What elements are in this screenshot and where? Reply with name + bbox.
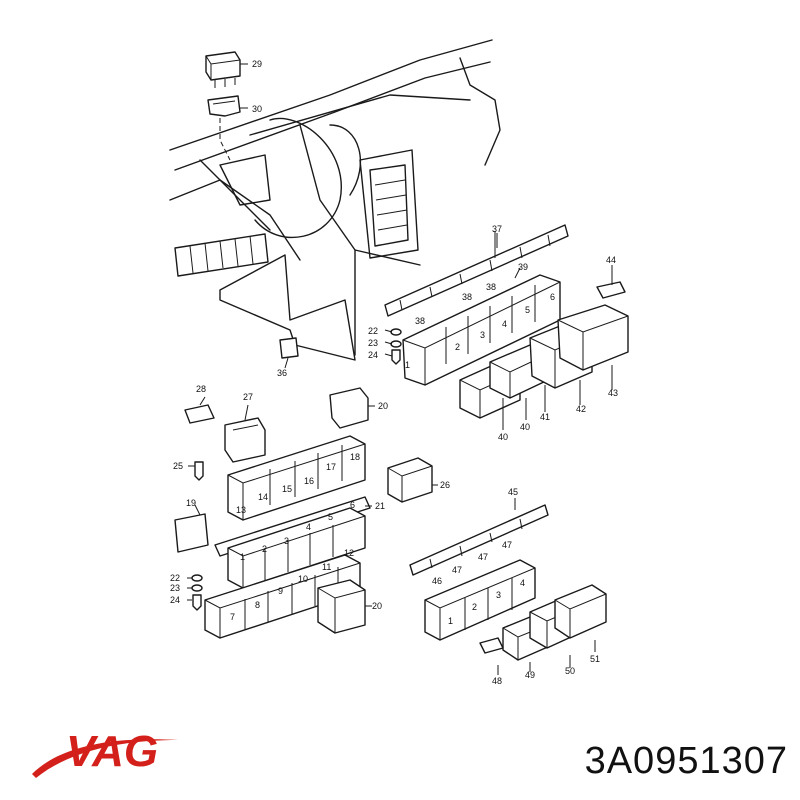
callout-19: 19 bbox=[186, 498, 196, 508]
right-relay-carrier bbox=[409, 504, 607, 661]
vag-logo: VAG bbox=[32, 727, 178, 778]
callout-47-a: 47 bbox=[452, 565, 462, 575]
callout-50: 50 bbox=[565, 666, 575, 676]
callout-43: 43 bbox=[608, 388, 618, 398]
lower-relay-carrier bbox=[204, 496, 371, 639]
callout-23-upper: 23 bbox=[368, 338, 378, 348]
callout-48: 48 bbox=[492, 676, 502, 686]
cell-l13: 13 bbox=[236, 505, 246, 515]
cell-u1: 1 bbox=[405, 360, 410, 370]
cell-u2: 2 bbox=[455, 342, 460, 352]
relay-29 bbox=[205, 51, 241, 88]
callout-24-lower: 24 bbox=[170, 595, 180, 605]
callout-25: 25 bbox=[173, 461, 183, 471]
cell-l16: 16 bbox=[304, 476, 314, 486]
callout-40-a: 40 bbox=[498, 432, 508, 442]
relays-40-43 bbox=[459, 304, 629, 419]
callout-28: 28 bbox=[196, 384, 206, 394]
callout-36: 36 bbox=[277, 368, 287, 378]
cell-c5: 5 bbox=[328, 512, 333, 522]
leader-lines bbox=[187, 233, 613, 675]
callout-labels: 29 30 37 39 38 38 38 44 22 23 24 36 41 4… bbox=[170, 59, 618, 686]
cell-l18: 18 bbox=[350, 452, 360, 462]
left-fasteners bbox=[191, 461, 204, 611]
cell-c10: 10 bbox=[298, 574, 308, 584]
callout-23-lower: 23 bbox=[170, 583, 180, 593]
cell-c12: 12 bbox=[344, 548, 354, 558]
part-number: 3A0951307 bbox=[584, 740, 788, 782]
callout-47-c: 47 bbox=[502, 540, 512, 550]
cell-r2: 2 bbox=[472, 602, 477, 612]
cell-u6: 6 bbox=[550, 292, 555, 302]
cell-u4: 4 bbox=[502, 319, 507, 329]
callout-38-b: 38 bbox=[462, 292, 472, 302]
callout-26: 26 bbox=[440, 480, 450, 490]
cell-c8: 8 bbox=[255, 600, 260, 610]
callout-47-b: 47 bbox=[478, 552, 488, 562]
cell-l17: 17 bbox=[326, 462, 336, 472]
cell-u3: 3 bbox=[480, 330, 485, 340]
callout-22-lower: 22 bbox=[170, 573, 180, 583]
callout-21: 21 bbox=[375, 501, 385, 511]
cell-l15: 15 bbox=[282, 484, 292, 494]
upper-relay-carrier bbox=[384, 224, 626, 386]
callout-37: 37 bbox=[492, 224, 502, 234]
cell-c9: 9 bbox=[278, 586, 283, 596]
callout-51: 51 bbox=[590, 654, 600, 664]
clip-36 bbox=[279, 337, 299, 359]
callout-39: 39 bbox=[518, 262, 528, 272]
callout-29: 29 bbox=[252, 59, 262, 69]
logo-swoosh bbox=[32, 739, 178, 778]
callout-20-lower: 20 bbox=[372, 601, 382, 611]
cell-c4: 4 bbox=[306, 522, 311, 532]
cell-r4: 4 bbox=[520, 578, 525, 588]
callout-40-b: 40 bbox=[520, 422, 530, 432]
callout-45: 45 bbox=[508, 487, 518, 497]
callout-46: 46 bbox=[432, 576, 442, 586]
callout-24-upper: 24 bbox=[368, 350, 378, 360]
callout-27: 27 bbox=[243, 392, 253, 402]
dashboard-illustration bbox=[169, 39, 501, 361]
cell-c7: 7 bbox=[230, 612, 235, 622]
callout-42: 42 bbox=[576, 404, 586, 414]
cell-c1: 1 bbox=[240, 552, 245, 562]
callout-38-a: 38 bbox=[486, 282, 496, 292]
cell-r3: 3 bbox=[496, 590, 501, 600]
logo-wordmark: VAG bbox=[66, 727, 158, 776]
cell-u5: 5 bbox=[525, 305, 530, 315]
callout-49: 49 bbox=[525, 670, 535, 680]
callout-22-upper: 22 bbox=[368, 326, 378, 336]
left-relay-block bbox=[174, 387, 433, 553]
cell-c6: 6 bbox=[350, 500, 355, 510]
bracket-30 bbox=[207, 95, 241, 117]
callout-44: 44 bbox=[606, 255, 616, 265]
callout-20-upper: 20 bbox=[378, 401, 388, 411]
cell-c2: 2 bbox=[262, 544, 267, 554]
cell-c11: 11 bbox=[322, 562, 331, 572]
callout-41: 41 bbox=[540, 412, 550, 422]
callout-38-c: 38 bbox=[415, 316, 425, 326]
upper-fasteners bbox=[390, 328, 402, 365]
cell-c3: 3 bbox=[284, 536, 289, 546]
callout-30: 30 bbox=[252, 104, 262, 114]
cell-l14: 14 bbox=[258, 492, 268, 502]
cell-r1: 1 bbox=[448, 616, 453, 626]
